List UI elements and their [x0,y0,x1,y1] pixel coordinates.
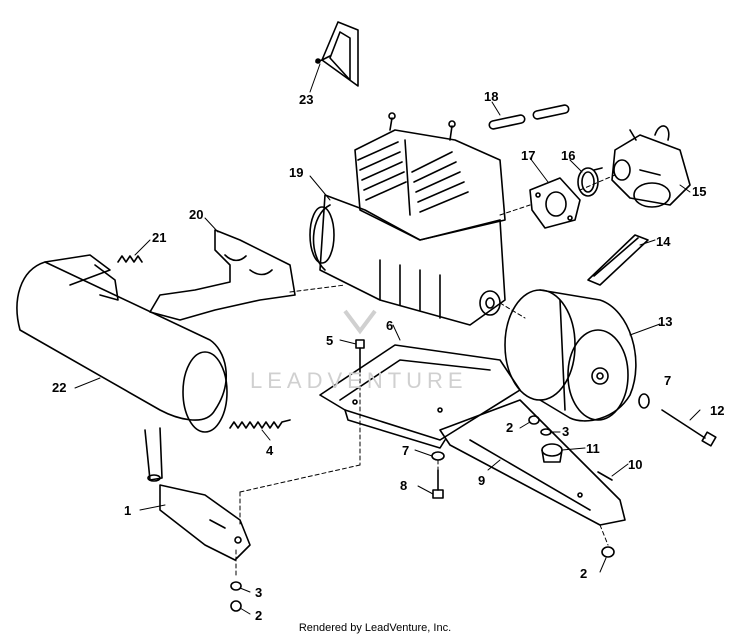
part-8-bolt [432,469,444,499]
part-4-spring [229,419,291,429]
part-3-washer-lower [230,581,242,591]
callout-2-mid: 2 [506,420,513,435]
callout-3-bottom: 3 [255,585,262,600]
part-21-spring [117,255,143,263]
footer-credit: Rendered by LeadVenture, Inc. [298,622,452,634]
callout-9: 9 [478,473,485,488]
callout-5: 5 [326,333,333,348]
callout-16: 16 [561,148,575,163]
part-2-nut-lower [601,546,615,558]
callout-3-mid: 3 [562,424,569,439]
callout-22: 22 [52,380,66,395]
assembly-lines [235,174,616,579]
part-7-washer [431,451,445,461]
part-2-nut-bottom [230,600,242,612]
callout-19: 19 [289,165,303,180]
callout-14: 14 [656,234,671,249]
callout-4: 4 [266,443,274,458]
callout-2-right: 2 [580,566,587,581]
callout-8: 8 [400,478,407,493]
callout-21: 21 [152,230,166,245]
callout-11: 11 [586,441,600,456]
part-2-nut-upper [528,415,540,425]
callout-6: 6 [386,318,393,333]
callout-12: 12 [710,403,724,418]
callout-1: 1 [124,503,131,518]
part-6-mount-plate [319,344,521,449]
callout-group: 1 2 3 4 5 6 7 8 9 2 3 11 10 2 7 12 13 14… [52,89,724,623]
part-14-strip [587,234,649,286]
part-23-belt-handle [315,21,359,87]
callout-23: 23 [299,92,313,107]
part-7-washer-clutch [638,393,650,409]
watermark-logo-icon [343,309,377,335]
part-13-drive-clutch [504,289,637,422]
part-20-exhaust-manifold [149,229,296,321]
callout-7-right: 7 [664,373,671,388]
part-10-pin [597,471,613,481]
part-9-bracket [439,399,626,526]
callout-20: 20 [189,207,203,222]
callout-15: 15 [692,184,706,199]
leader-lines [74,63,701,615]
part-22-muffler [16,254,228,482]
part-16-clamp [577,167,603,197]
part-12-bolt [661,409,717,447]
callout-13: 13 [658,314,672,329]
callout-18: 18 [484,89,498,104]
part-19-engine [309,112,506,326]
part-15-carburetor [611,125,691,208]
callout-17: 17 [521,148,535,163]
part-18-pins [488,104,570,130]
watermark: LEADVENTURE [250,368,468,393]
part-17-intake-flange [529,177,581,229]
callout-7-mid: 7 [402,443,409,458]
callout-2-bottom: 2 [255,608,262,623]
part-11-mount [541,443,563,463]
part-1-heat-shield [159,484,251,561]
callout-10: 10 [628,457,642,472]
